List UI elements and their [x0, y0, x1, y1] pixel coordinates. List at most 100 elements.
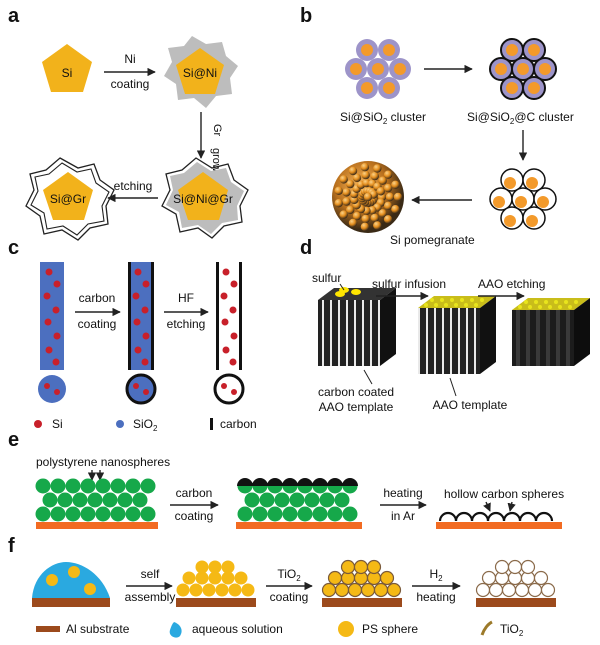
hollow-tio2-shell [481, 570, 497, 586]
pomegranate-grain [383, 183, 393, 193]
pomegranate-grain [360, 163, 370, 172]
ps-sphere [35, 478, 51, 494]
ps-sphere [327, 506, 343, 522]
ps-sphere [208, 571, 222, 585]
pomegranate-grain [383, 170, 393, 179]
si-gr-particle: Si@Gr [25, 157, 115, 241]
step-h2: H2 [429, 567, 443, 583]
ps-sphere [259, 492, 275, 508]
legend-c: Si SiO2 carbon [34, 417, 257, 433]
legend-sio2-marker [116, 420, 124, 428]
ps-sphere [50, 478, 66, 494]
coated-sphere [334, 582, 350, 598]
ps-sphere [80, 478, 96, 494]
ps-sphere [244, 492, 260, 508]
hollow-tio2-shell [494, 559, 510, 575]
step-e-coating: coating [175, 509, 214, 523]
step-h2-heating: heating [416, 590, 455, 604]
hollow-pointer-2 [507, 501, 516, 512]
ps-stack-1 [35, 478, 158, 529]
step-sulfur-infusion-label: sulfur infusion [372, 277, 446, 291]
step-carbon-label: carbon [79, 291, 116, 305]
aao-block-carbon-coated [318, 287, 396, 366]
hollow-tio2-shell [527, 582, 543, 598]
cross-section-2 [125, 373, 157, 405]
pomegranate-grain [383, 201, 393, 211]
node-si-ni-gr-label: Si@Ni@Gr [173, 192, 233, 206]
cross-section-3 [213, 373, 245, 405]
caption-carbon-coated-1: carbon coated [318, 385, 394, 399]
legend-si-label: Si [52, 417, 63, 431]
pomegranate-grain [373, 164, 382, 173]
ps-sphere [65, 506, 81, 522]
step-etching-label: etching [114, 179, 153, 193]
pomegranate-grain [342, 188, 351, 197]
sulfur-label: sulfur [312, 271, 341, 285]
aqueous-droplet [32, 562, 110, 607]
si-pomegranate [332, 161, 404, 233]
hollow-carbon-shell [518, 511, 538, 522]
sulfur-pointer [339, 283, 345, 291]
hollow-spheres-label: hollow carbon spheres [444, 487, 564, 501]
hollow-tio2-shell [520, 559, 536, 575]
step-assembly: assembly [125, 590, 176, 604]
ps-sphere [195, 571, 209, 585]
pomegranate-grain [348, 166, 358, 176]
coated-sphere [379, 570, 395, 586]
pomegranate-grain [393, 192, 403, 202]
ps-sphere [234, 571, 248, 585]
hollow-carbon-shell [502, 511, 522, 522]
legend-f: Al substrate aqueous solution PS sphere … [36, 620, 524, 638]
panel-a: a Si Ni coating Si@Ni Gr growth growth S… [8, 5, 249, 241]
ps-sphere [215, 583, 229, 597]
hollow-carbon-spheres [436, 511, 562, 529]
pomegranate-grain [334, 199, 343, 208]
ps-sphere [282, 506, 298, 522]
legend-solution-label: aqueous solution [192, 622, 283, 636]
ps-sphere [319, 492, 335, 508]
panel-b: b Si@SiO2 cluster [300, 5, 574, 247]
step-tio2-coating: coating [270, 590, 309, 604]
step-coating-c-label: coating [78, 317, 117, 331]
coated-sphere [373, 582, 389, 598]
cluster2-label: Si@SiO2@C cluster [467, 110, 574, 126]
pomegranate-grain [348, 218, 358, 228]
ps-sphere [117, 492, 133, 508]
hollow-carbon-shell [534, 511, 554, 522]
step-ni-label: Ni [124, 52, 135, 66]
coated-sphere [360, 582, 376, 598]
pomegranate-grain [391, 205, 400, 214]
ps-sphere [72, 492, 88, 508]
rod-coated [128, 262, 154, 370]
cross-section-1 [38, 375, 66, 403]
ps-sphere [125, 506, 141, 522]
hollow-carbon-shell [470, 511, 490, 522]
node-si-ni-label: Si@Ni [183, 66, 217, 80]
coated-sphere [386, 582, 402, 598]
panel-c: c carbon coating HF etching [8, 237, 257, 433]
hollow-carbon-shell [438, 511, 458, 522]
pomegranate-grain [342, 197, 351, 206]
panel-f: f self assembly TiO2 coating H2 heating [8, 535, 556, 638]
ps-sphere [221, 571, 235, 585]
aao-block-etched [512, 298, 590, 366]
step-self: self [141, 567, 160, 581]
rod-etched [216, 262, 242, 370]
legend-tio2-marker [480, 620, 493, 636]
ps-sphere [202, 583, 216, 597]
carbon-cap [267, 478, 283, 486]
ps-sphere [42, 492, 58, 508]
pomegranate-grain [383, 215, 393, 224]
si-particle: Si [42, 44, 92, 92]
carbon-cap [237, 478, 253, 486]
si-ni-particle: Si@Ni [164, 36, 238, 108]
ps-sphere [237, 506, 253, 522]
pomegranate-grain [346, 205, 355, 215]
legend-sio2-label: SiO2 [133, 417, 158, 433]
step-e-carbon: carbon [176, 486, 213, 500]
pomegranate-grain [352, 211, 362, 221]
panel-e: e polystyrene nanospheres carbon coating… [8, 429, 564, 529]
ps-sphere [304, 492, 320, 508]
legend-tio2-label: TiO2 [500, 622, 524, 638]
panel-label-e: e [8, 429, 19, 451]
